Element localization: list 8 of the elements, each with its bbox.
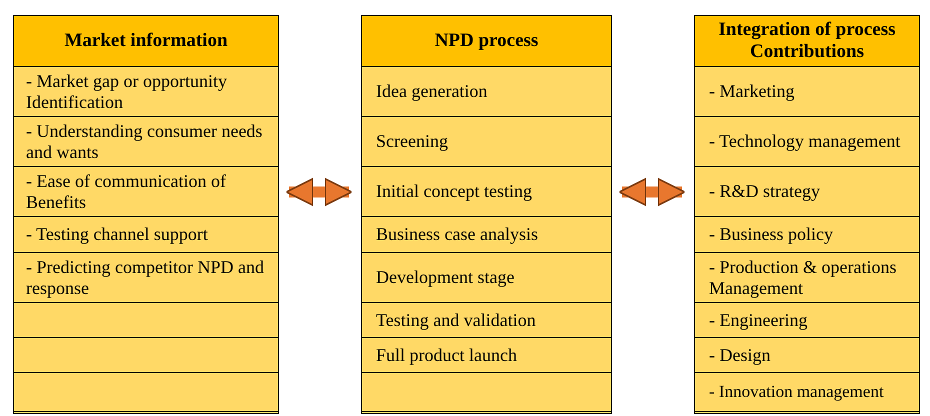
table-column: [361, 15, 612, 414]
column-header: Market information: [14, 16, 278, 67]
column-header: NPD process: [362, 16, 611, 67]
table-column: [13, 15, 279, 414]
double-arrow: [286, 178, 352, 206]
double-arrow: [618, 178, 686, 206]
table-column: [694, 15, 920, 414]
column-header: Integration of process Contributions: [695, 16, 919, 67]
